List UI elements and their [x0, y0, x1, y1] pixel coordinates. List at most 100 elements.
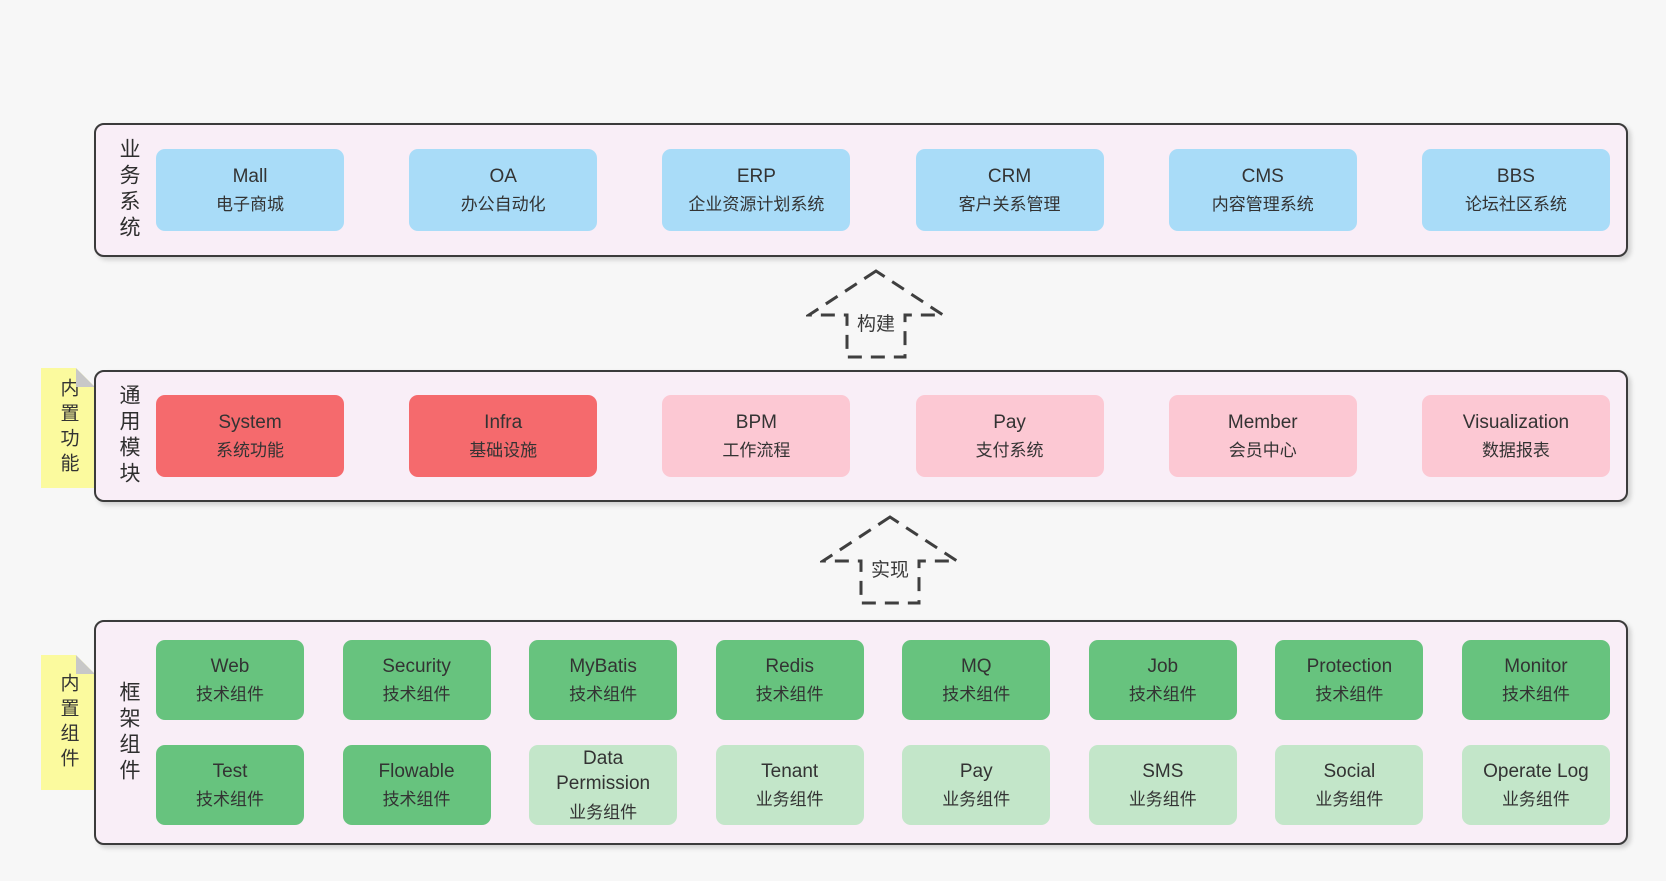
box-title: Data Permission	[556, 747, 651, 795]
box-subtitle: 基础设施	[469, 441, 538, 461]
box-subtitle: 业务组件	[1128, 790, 1197, 810]
box-erp: ERP 企业资源计划系统	[662, 149, 851, 231]
box-member: Member 会员中心	[1168, 395, 1357, 477]
box-subtitle: 业务组件	[1315, 790, 1384, 810]
box-title: Mall	[232, 165, 268, 187]
box-title: Protection	[1306, 655, 1393, 677]
built-in-components-tag: 内置组件	[41, 655, 95, 790]
box-title: SMS	[1142, 760, 1184, 782]
box-subtitle: 论坛社区系统	[1464, 195, 1567, 215]
common-modules-box-row: System 系统功能 Infra 基础设施 BPM 工作流程 Pay 支付系统 Member 会…	[152, 372, 1626, 500]
build-arrow-label: 构建	[852, 308, 900, 337]
box-system: System 系统功能	[156, 395, 344, 477]
box-subtitle: 业务组件	[755, 790, 824, 810]
box-title: CRM	[987, 165, 1032, 187]
box-title: Flowable	[378, 760, 455, 782]
box-subtitle: 业务组件	[569, 803, 638, 823]
arrow-up-icon	[820, 515, 960, 605]
layer-business-systems-label: 业务系统	[117, 138, 140, 242]
built-in-components-tag-label: 内置组件	[57, 672, 79, 773]
box-subtitle: 技术组件	[942, 685, 1011, 705]
build-arrow: 构建	[806, 268, 946, 360]
box-mall: Mall 电子商城	[156, 149, 344, 231]
box-title: Pay	[959, 760, 993, 782]
box-flowable: Flowable 技术组件	[342, 745, 491, 825]
box-title: Web	[210, 655, 250, 677]
box-sms: SMS 业务组件	[1088, 745, 1237, 825]
box-title: MyBatis	[569, 655, 637, 677]
box-title: Operate Log	[1483, 760, 1589, 782]
box-pay: Pay 业务组件	[902, 745, 1051, 825]
box-subtitle: 技术组件	[1315, 685, 1384, 705]
box-title: ERP	[736, 165, 776, 187]
box-title: BPM	[735, 411, 777, 433]
box-bbs: BBS 论坛社区系统	[1421, 149, 1610, 231]
box-subtitle: 技术组件	[382, 790, 451, 810]
box-subtitle: 内容管理系统	[1211, 195, 1314, 215]
box-subtitle: 技术组件	[1128, 685, 1197, 705]
box-title: Redis	[765, 655, 814, 677]
box-oa: OA 办公自动化	[409, 149, 598, 231]
box-visualization: Visualization 数据报表	[1421, 395, 1610, 477]
layer-framework-components-label: 框架组件	[117, 680, 140, 785]
box-test: Test 技术组件	[156, 745, 304, 825]
layer-common-modules-label: 通用模块	[117, 384, 140, 488]
box-job: Job 技术组件	[1088, 640, 1237, 720]
box-title: Infra	[484, 411, 523, 433]
box-subtitle: 办公自动化	[460, 195, 546, 215]
box-subtitle: 支付系统	[975, 441, 1044, 461]
box-web: Web 技术组件	[156, 640, 304, 720]
layer-business-systems: 业务系统 Mall 电子商城 OA 办公自动化 ERP 企业资源计划系统 CRM 客户关系管理…	[94, 123, 1628, 257]
box-title: BBS	[1496, 165, 1535, 187]
box-subtitle: 技术组件	[755, 685, 824, 705]
arrow-up-icon	[806, 269, 946, 359]
box-crm: CRM 客户关系管理	[915, 149, 1104, 231]
box-infra: Infra 基础设施	[409, 395, 598, 477]
box-subtitle: 技术组件	[569, 685, 638, 705]
box-title: Visualization	[1462, 411, 1570, 433]
box-mq: MQ 技术组件	[902, 640, 1051, 720]
box-subtitle: 业务组件	[1501, 790, 1570, 810]
box-tenant: Tenant 业务组件	[715, 745, 864, 825]
box-pay: Pay 支付系统	[915, 395, 1104, 477]
implement-arrow: 实现	[820, 514, 960, 606]
box-subtitle: 数据报表	[1481, 441, 1550, 461]
box-subtitle: 企业资源计划系统	[688, 195, 825, 215]
box-subtitle: 系统功能	[216, 441, 284, 461]
built-in-features-tag: 内置功能	[41, 368, 95, 488]
box-title: Tenant	[761, 760, 819, 782]
box-subtitle: 客户关系管理	[958, 195, 1061, 215]
box-subtitle: 技术组件	[196, 790, 264, 810]
box-subtitle: 会员中心	[1228, 441, 1297, 461]
box-title: Member	[1227, 411, 1298, 433]
box-bpm: BPM 工作流程	[662, 395, 851, 477]
box-title: System	[218, 411, 282, 433]
box-subtitle: 技术组件	[196, 685, 264, 705]
box-title: Pay	[993, 411, 1026, 433]
box-data-permission: Data Permission 业务组件	[529, 745, 678, 825]
box-protection: Protection 技术组件	[1275, 640, 1424, 720]
box-subtitle: 技术组件	[1501, 685, 1570, 705]
box-redis: Redis 技术组件	[715, 640, 864, 720]
box-title: MQ	[960, 655, 992, 677]
box-title: Security	[382, 655, 451, 677]
box-title: Test	[212, 760, 248, 782]
box-title: Job	[1147, 655, 1179, 677]
box-subtitle: 工作流程	[722, 441, 791, 461]
box-title: OA	[489, 165, 517, 187]
layer-common-modules: 通用模块 System 系统功能 Infra 基础设施 BPM 工作流程 Pay 支付系统 Me…	[94, 370, 1628, 502]
box-title: Monitor	[1504, 655, 1568, 677]
box-operate-log: Operate Log 业务组件	[1461, 745, 1610, 825]
built-in-features-tag-label: 内置功能	[57, 378, 79, 478]
box-subtitle: 电子商城	[216, 195, 284, 215]
box-subtitle: 业务组件	[942, 790, 1011, 810]
implement-arrow-label: 实现	[866, 554, 914, 583]
